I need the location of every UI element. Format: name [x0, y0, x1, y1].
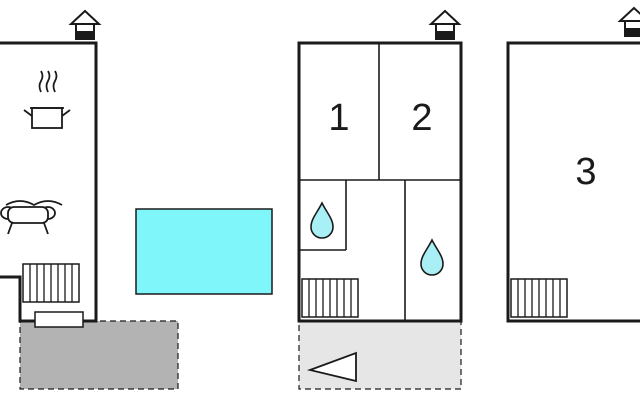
room-number-2: 2 — [411, 97, 432, 139]
terrace — [19, 320, 179, 390]
house-marker-icon — [619, 7, 640, 37]
ground-floor — [0, 10, 179, 390]
second-floor-walls — [506, 41, 640, 323]
door-step — [34, 311, 84, 328]
second-floor: 3 — [506, 7, 640, 323]
staircase-icon — [301, 278, 359, 318]
first-floor-partitions — [299, 43, 461, 321]
house-marker-icon — [70, 10, 100, 40]
first-floor: 1 2 — [297, 10, 463, 390]
staircase-icon — [510, 278, 568, 318]
staircase-icon — [22, 263, 80, 303]
house-marker-icon — [430, 10, 460, 40]
first-floor-walls — [297, 41, 463, 323]
water-drop-icon — [420, 239, 444, 276]
entrance-area — [298, 320, 462, 390]
pool — [135, 208, 273, 295]
sofa-icon — [0, 200, 63, 235]
entrance-arrow-icon — [306, 351, 357, 383]
water-drop-icon — [310, 202, 334, 239]
room-number-3: 3 — [575, 151, 596, 193]
cooking-pot-icon — [23, 70, 71, 129]
room-number-1: 1 — [328, 97, 349, 139]
